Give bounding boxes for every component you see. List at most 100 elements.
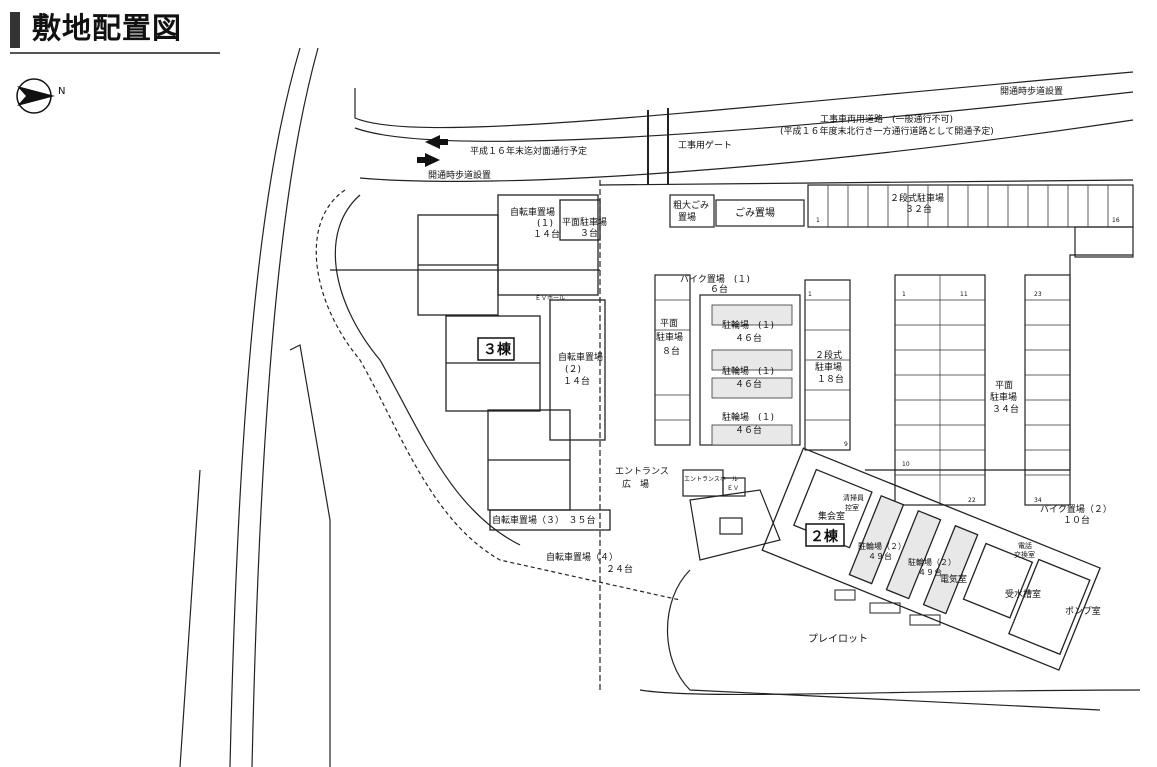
playlot-features <box>834 589 941 626</box>
entrance-hall-area <box>682 469 724 497</box>
stall-number: 11 <box>960 291 968 298</box>
label-bike-1-1: バイク置場 (１) <box>680 273 750 285</box>
top-road-edge-c <box>359 119 1134 182</box>
cycle-rack <box>711 377 793 399</box>
label-entrance-1: エントランス <box>615 466 669 477</box>
label-cleaning-room-1: 清掃員 <box>843 493 864 502</box>
label-building-3: ３棟 <box>483 341 512 358</box>
label-meeting-room: 集会室 <box>818 510 845 522</box>
label-flat-parking-3-2: ３台 <box>580 227 598 239</box>
parking-2tier-18-area <box>804 279 851 451</box>
label-parking-2tier-18-1: ２段式 <box>815 349 842 361</box>
top-road-edge-a <box>354 71 1134 129</box>
label-parking-2tier-32-2: ３２台 <box>905 203 932 215</box>
north-arrow-icon: N <box>16 78 65 114</box>
label-building-2: ２棟 <box>810 528 839 545</box>
label-cycle-1a-1: 駐輪場 (１) <box>722 319 774 331</box>
arrow-right-icon <box>425 153 440 167</box>
building-3 <box>417 194 611 531</box>
cycle-rack <box>711 349 793 371</box>
water-tank-area <box>1008 558 1091 656</box>
cycle-rack-2c <box>922 524 979 615</box>
label-pump-room: ポンプ室 <box>1065 605 1101 617</box>
ev-box <box>722 477 746 497</box>
label-flat-parking-34-1: 平面 <box>995 380 1013 391</box>
label-bicycle-2-3: １４台 <box>563 375 590 387</box>
label-bicycle-1-1: 自転車置場 <box>510 206 555 218</box>
stall-number: 16 <box>1112 217 1120 224</box>
title-block: 敷地配置図 <box>10 8 220 54</box>
entrance-outline <box>689 489 781 561</box>
label-bicycle-1-2: (１) <box>537 219 553 229</box>
label-telecom-1: 電話 <box>1018 541 1032 550</box>
label-bike-1-2: ６台 <box>710 283 728 295</box>
label-bicycle-3: 自転車置場（３） ３５台 <box>492 514 596 526</box>
label-bicycle-4-2: ２４台 <box>606 563 633 575</box>
label-bike-2-1: バイク置場（２） <box>1040 503 1112 515</box>
title-accent-bar <box>10 12 20 48</box>
arrow-right-shaft <box>417 157 427 163</box>
compass-label: N <box>58 86 65 97</box>
walkway-left <box>315 189 681 601</box>
electric-room-area <box>962 542 1034 619</box>
label-flat-parking-8-3: ８台 <box>662 345 680 357</box>
top-road-edge-b <box>354 91 1134 142</box>
label-cycle-2-1: 駐輪場（２） <box>858 541 906 551</box>
label-ev-hall: ＥＶホール <box>535 295 565 302</box>
label-cycle-2-2: ４９台 <box>868 551 892 561</box>
stall-number: 34 <box>1034 497 1042 504</box>
label-cleaning-room-2: 控室 <box>845 503 859 512</box>
label-walkway-top: 開通時歩道設置 <box>1000 85 1063 97</box>
bicycle-area-3 <box>489 509 611 531</box>
entrance-block <box>682 469 781 561</box>
building-3-core <box>497 194 599 296</box>
playlot-bench <box>869 602 901 614</box>
label-entrance-2: 広 場 <box>622 478 649 490</box>
label-parking-2tier-18-2: 駐車場 <box>815 361 842 373</box>
parking-stall-lines <box>655 275 1070 505</box>
label-construction-gate: 工事用ゲート <box>678 139 732 151</box>
label-cycle-1c-1: 駐輪場 (１) <box>722 411 774 423</box>
stall-number: 9 <box>844 441 848 448</box>
label-cycle-1b-1: 駐輪場 (１) <box>722 365 774 377</box>
arrow-left-icon <box>425 135 440 149</box>
stall-numbers: 1 16 1 11 23 10 22 34 1 9 <box>808 217 1120 504</box>
label-bulky-garbage-1: 粗大ごみ <box>673 199 709 211</box>
bulky-garbage-area <box>669 194 715 228</box>
playlot-edge <box>667 569 1101 711</box>
garbage-area <box>715 199 805 227</box>
label-bulky-garbage-2: 置場 <box>678 211 696 223</box>
page-title: 敷地配置図 <box>32 11 183 45</box>
arrow-left-shaft <box>438 139 448 145</box>
playlot-bench <box>834 589 856 601</box>
parking-corner-area <box>1074 226 1134 258</box>
label-playlot: プレイロット <box>808 633 868 645</box>
building-2-outline <box>761 447 1101 671</box>
traffic-arrows <box>417 135 448 167</box>
label-cycle-2b-1: 駐輪場（２） <box>908 557 956 567</box>
label-bicycle-4-1: 自転車置場（４） <box>546 551 618 563</box>
road-median <box>289 344 331 767</box>
label-parking-2tier-32-1: ２段式駐車場 <box>890 192 944 204</box>
parking-boundary-right <box>865 254 1133 471</box>
road-edge-left-a <box>229 47 301 767</box>
cycle-racks-1 <box>711 304 793 446</box>
label-cycle-1a-2: ４６台 <box>735 332 762 344</box>
stall-number: 1 <box>808 291 812 298</box>
label-parking-2tier-18-3: １８台 <box>817 373 844 385</box>
label-construction-road-note: (平成１６年度末北行き一方通行道路として開通予定) <box>780 125 994 137</box>
stall-number: 10 <box>902 461 910 468</box>
label-garbage: ごみ置場 <box>735 206 775 219</box>
label-bicycle-2-1: 自転車置場 <box>558 351 603 363</box>
cycle-rack <box>711 424 793 446</box>
label-construction-road: 工事車両用道路 (一般通行不可) <box>820 113 953 125</box>
label-electric-room: 電気室 <box>940 573 967 585</box>
site-boundary-left <box>334 194 521 546</box>
label-flat-parking-8-2: 駐車場 <box>656 331 683 343</box>
label-cycle-2b-2: ４９台 <box>918 567 942 577</box>
label-flat-parking-8-1: 平面 <box>660 318 678 329</box>
site-boundary-top <box>599 179 1134 186</box>
parking-2tier-32-area <box>807 184 1134 228</box>
bicycle-area-2 <box>549 299 606 441</box>
label-flat-parking-34-2: 駐車場 <box>990 391 1017 403</box>
